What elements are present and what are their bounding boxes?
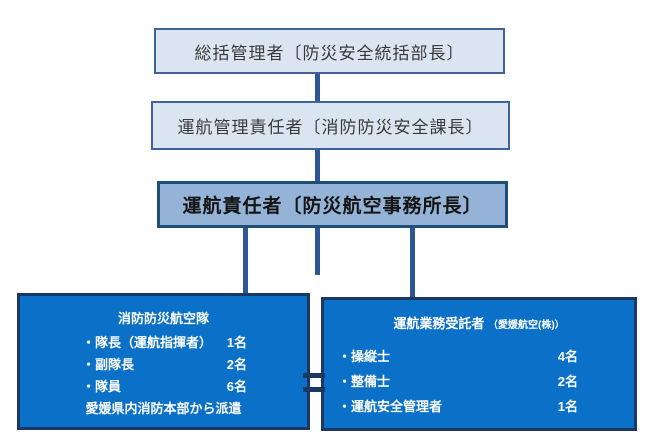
air-corps-row-deputy-label: ・副隊長	[82, 357, 135, 372]
operation-director-label: 運航責任者〔防災航空事務所長〕	[182, 196, 483, 217]
contractor-row-mechanic-label: ・整備士	[338, 374, 391, 389]
contractor-rows: ・操縦士 4名 ・整備士 2名 ・運航安全管理者 1名	[324, 336, 634, 419]
contractor-row-safety-manager: ・運航安全管理者 1名	[338, 394, 578, 419]
connector-director-center-stub	[315, 227, 320, 275]
connector-director-to-aircorps	[243, 227, 248, 294]
air-corps-row-leader-count: 1名	[226, 335, 247, 350]
air-corps-row-deputy-count: 2名	[226, 357, 247, 372]
contractor-row-safety-manager-label: ・運航安全管理者	[338, 399, 443, 414]
connector-manager-to-director	[315, 149, 320, 182]
air-corps-footer: 愛媛県内消防本部から派遣	[85, 401, 242, 416]
air-corps-rows: ・隊長（運航指揮者） 1名 ・副隊長 2名 ・隊員 6名	[20, 329, 307, 398]
connector-director-to-contractor	[410, 227, 415, 298]
connector-units-bar-bottom	[303, 387, 325, 392]
contractor-row-mechanic-count: 2名	[557, 374, 578, 389]
air-corps-row-member-count: 6名	[226, 379, 247, 394]
operation-director-box: 運航責任者〔防災航空事務所長〕	[157, 181, 508, 228]
general-manager-box: 総括管理者〔防災安全統括部長〕	[154, 28, 505, 74]
contractor-row-mechanic: ・整備士 2名	[338, 369, 578, 394]
contractor-box: 運航業務受託者 （愛媛航空(株)） ・操縦士 4名 ・整備士 2名 ・運航安全管…	[321, 297, 637, 431]
air-corps-row-deputy: ・副隊長 2名	[82, 354, 247, 376]
air-corps-row-member: ・隊員 6名	[82, 376, 247, 398]
air-corps-row-member-label: ・隊員	[82, 379, 122, 394]
general-manager-label: 総括管理者〔防災安全統括部長〕	[194, 43, 465, 63]
contractor-row-safety-manager-count: 1名	[557, 399, 578, 414]
air-corps-row-leader: ・隊長（運航指揮者） 1名	[82, 332, 247, 354]
contractor-row-pilot: ・操縦士 4名	[338, 344, 578, 369]
connector-top-to-manager	[315, 73, 320, 102]
contractor-row-pilot-count: 4名	[557, 349, 578, 364]
operation-manager-box: 運航管理責任者〔消防防災安全課長〕	[151, 101, 510, 150]
contractor-title-text: 運航業務受託者	[393, 316, 485, 331]
operation-manager-label: 運航管理責任者〔消防防災安全課長〕	[177, 118, 484, 137]
air-corps-row-leader-label: ・隊長（運航指揮者）	[82, 335, 213, 350]
connector-units-bar-top	[303, 373, 325, 378]
air-corps-title: 消防防災航空隊	[117, 311, 209, 326]
air-corps-box: 消防防災航空隊 ・隊長（運航指揮者） 1名 ・副隊長 2名 ・隊員 6名 愛媛県…	[17, 293, 310, 430]
contractor-title-note: （愛媛航空(株)）	[487, 320, 565, 331]
contractor-row-pilot-label: ・操縦士	[338, 349, 391, 364]
contractor-title: 運航業務受託者 （愛媛航空(株)）	[324, 314, 634, 336]
